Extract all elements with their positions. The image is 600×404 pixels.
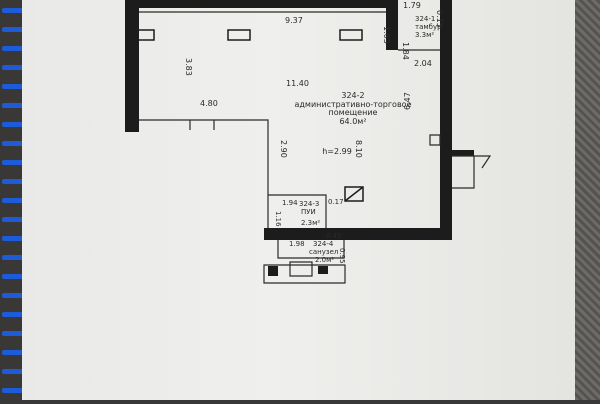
dim-wc-width: 1.98 xyxy=(289,240,305,248)
binding-coil xyxy=(2,84,26,89)
wall-top xyxy=(125,0,395,8)
window-1 xyxy=(131,29,155,41)
binding-coil xyxy=(2,350,26,355)
room-closet: 324-3 ПУИ 2.3м² xyxy=(299,200,320,227)
dim-vestibule-bottom: 2.04 xyxy=(414,59,432,68)
floor-plan-sheet xyxy=(22,0,575,400)
binding-coil xyxy=(2,141,26,146)
room-labels: 324-2 административно-торговое помещение… xyxy=(295,15,443,264)
room-vestibule-number: 324-1 xyxy=(415,15,435,23)
binding-coil xyxy=(2,388,26,393)
binding-coil xyxy=(2,369,26,374)
room-main-name-2: помещение xyxy=(329,108,378,117)
dim-vestibule-width: 1.79 xyxy=(403,1,421,10)
binding-coil xyxy=(2,160,26,165)
room-vestibule-area: 3.3м² xyxy=(415,31,434,39)
room-closet-name: ПУИ xyxy=(301,208,316,216)
wall-corner xyxy=(264,228,278,240)
dim-main-width: 11.40 xyxy=(286,79,309,88)
closet-outline xyxy=(268,194,327,228)
binding-coil xyxy=(2,103,26,108)
room-main: 324-2 административно-торговое помещение… xyxy=(295,91,412,156)
dim-wc-gap: 0.45 xyxy=(326,232,342,240)
dim-vestibule-side: 1.84 xyxy=(401,42,410,60)
wc-outline xyxy=(277,240,345,259)
binding-coil xyxy=(2,65,26,70)
dim-closet-side: 0.17 xyxy=(328,198,344,206)
room-vestibule: 324-1 тамбур 3.3м² xyxy=(415,15,442,39)
walls xyxy=(125,0,474,240)
dim-inner-wall: 2.90 xyxy=(279,140,288,158)
window-3 xyxy=(339,29,363,41)
room-main-area: 64.0м² xyxy=(339,117,366,126)
dim-vestibule-edge: 0.15 xyxy=(435,10,444,28)
door-marks xyxy=(189,120,215,130)
room-closet-area: 2.3м² xyxy=(301,219,320,227)
wall-niche-top xyxy=(452,150,474,156)
room-wc-area: 2.0м² xyxy=(315,256,334,264)
room-main-height: h=2.99 xyxy=(322,147,352,156)
window-2 xyxy=(227,29,251,41)
dim-right-height: 8.10 xyxy=(354,140,363,158)
windows xyxy=(131,29,363,41)
binding-coil xyxy=(2,198,26,203)
binding-coil xyxy=(2,274,26,279)
background-fabric xyxy=(575,0,600,400)
vent-box xyxy=(344,186,364,202)
room-wc-number: 324-4 xyxy=(313,240,334,248)
binding-coil xyxy=(2,179,26,184)
wall-bottom xyxy=(264,228,452,240)
interior-lines xyxy=(139,11,492,284)
room-closet-number: 324-3 xyxy=(299,200,319,208)
wall-left xyxy=(125,0,139,132)
fixture-2 xyxy=(318,266,328,274)
room-wc-name: санузел xyxy=(309,248,338,256)
wall-vestibule-left xyxy=(386,0,398,50)
partition-lower-left xyxy=(139,119,269,228)
binding-coil xyxy=(2,46,26,51)
dim-closet-height: 1.16 xyxy=(274,211,282,227)
binding-coil xyxy=(2,331,26,336)
exterior-niche xyxy=(452,155,475,189)
vent-shaft-symbol xyxy=(344,186,364,202)
dim-wc-side: 0.95 xyxy=(338,248,346,264)
binding-coil xyxy=(2,293,26,298)
binding-coil xyxy=(2,312,26,317)
dim-right-offset: 6.47 xyxy=(403,92,412,110)
wc-fixtures xyxy=(268,266,328,276)
dim-lower-left-width: 4.80 xyxy=(200,99,218,108)
vent-diagonal xyxy=(344,186,364,202)
wc-block xyxy=(263,264,346,284)
binding-coil xyxy=(2,255,26,260)
binding-coil xyxy=(2,236,26,241)
binding-coil xyxy=(2,8,26,13)
room-main-name-1: административно-торговое xyxy=(295,100,412,109)
binding-coil xyxy=(2,217,26,222)
dim-top-width: 9.37 xyxy=(285,16,303,25)
room-main-number: 324-2 xyxy=(341,91,364,100)
dimension-labels: 9.37 3.83 11.40 4.80 2.90 8.10 6.47 1.79… xyxy=(184,1,444,264)
dim-closet-width: 1.94 xyxy=(282,199,298,207)
room-wc: 324-4 санузел 2.0м² xyxy=(309,240,338,264)
wall-right xyxy=(440,0,452,240)
binding-coil xyxy=(2,122,26,127)
niche-detail xyxy=(474,155,492,169)
binding-coil xyxy=(2,27,26,32)
dim-vestibule-height: 1.63 xyxy=(382,26,391,44)
room-vestibule-name: тамбур xyxy=(415,23,442,31)
column-mark xyxy=(429,134,441,146)
dim-left-wall: 3.83 xyxy=(184,58,193,76)
fixture-1 xyxy=(268,266,278,276)
wc-fixture xyxy=(289,261,313,277)
